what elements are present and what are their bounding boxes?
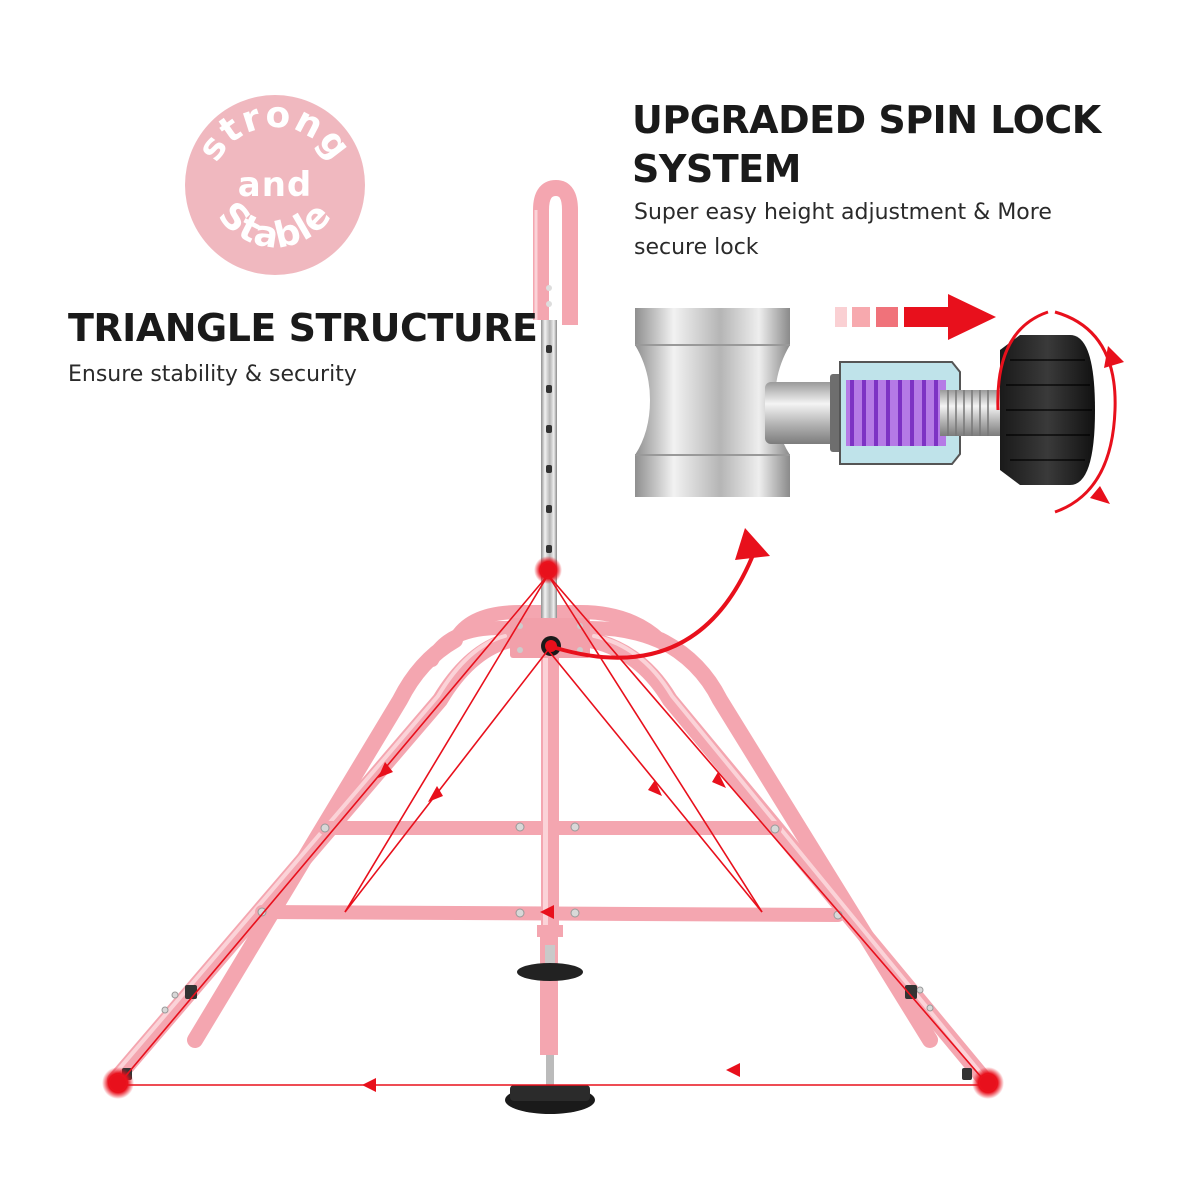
badge-arc-text: strong Stable (190, 95, 359, 257)
clamp-plate (510, 618, 590, 658)
frame-legs-highlight (111, 634, 985, 1078)
force-lines (117, 574, 989, 1086)
force-arrowheads (362, 762, 740, 1092)
crossbar-bolts (161, 822, 934, 1014)
spin-lock-subtext: Super easy height adjustment & More secu… (634, 200, 1052, 260)
rotation-arrows (996, 310, 1117, 514)
spin-lock-detail (635, 308, 1095, 497)
rear-foot (517, 945, 583, 981)
central-post (505, 640, 595, 1114)
triangle-structure-subtext: Ensure stability & security (68, 362, 357, 387)
strong-and-stable-badge: strong Stable and (185, 95, 365, 275)
badge-top-word: strong (190, 95, 357, 168)
badge-middle-word: and (237, 165, 313, 205)
callout-arrow (555, 528, 770, 660)
rotation-arrowheads (1090, 346, 1124, 504)
spin-lock-heading: UPGRADED SPIN LOCK SYSTEM (632, 98, 1101, 191)
frame-legs (107, 632, 993, 1088)
direction-arrow (835, 294, 996, 340)
joint-dots (102, 556, 1004, 1099)
svg-text:strong: strong (190, 95, 359, 168)
triangle-structure-heading: TRIANGLE STRUCTURE (68, 306, 538, 350)
